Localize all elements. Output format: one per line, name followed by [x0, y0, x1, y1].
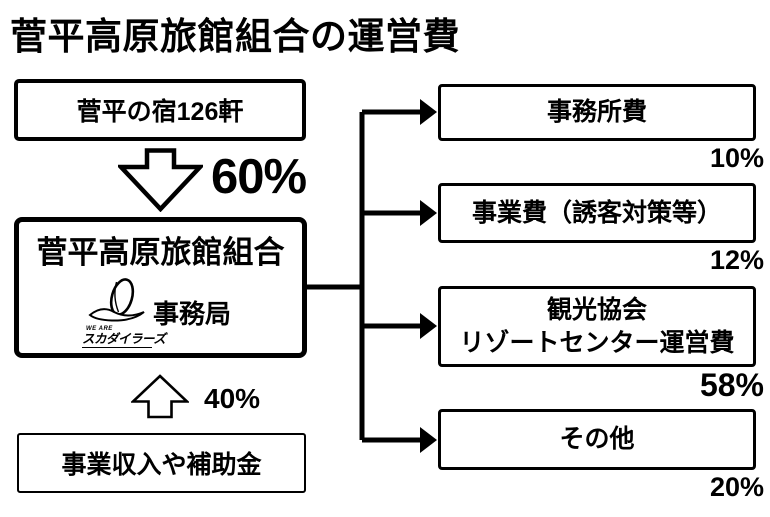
- expense-box: 事務所費: [438, 84, 756, 141]
- up-arrow-percent: 40%: [204, 383, 261, 414]
- expense-box: その他: [438, 409, 756, 470]
- logo-name-text: スカダイラーズ: [82, 332, 166, 348]
- org-sub-label: 事務局: [153, 299, 232, 329]
- income-box: 事業収入や補助金: [17, 433, 306, 493]
- expense-label: その他: [559, 425, 635, 454]
- expense-percent: 10%: [709, 143, 764, 173]
- org-name: 菅平高原旅館組合: [36, 235, 285, 270]
- expense-item: 観光協会 リゾートセンター運営費 58%: [438, 286, 764, 401]
- expense-box: 事業費（誘客対策等）: [438, 183, 756, 243]
- down-block-arrow-icon: [118, 148, 203, 212]
- up-block-arrow-icon: [131, 374, 189, 419]
- sugadairs-logo: WE ARE スカダイラーズ: [82, 278, 166, 348]
- expense-label: 事業費（誘客対策等）: [471, 198, 722, 227]
- down-arrow-percent: 60%: [211, 150, 307, 204]
- expense-item: 事業費（誘客対策等） 12%: [438, 183, 764, 274]
- expense-item: その他 20%: [438, 409, 764, 501]
- income-box-label: 事業収入や補助金: [61, 451, 262, 479]
- org-box: 菅平高原旅館組合 WE ARE スカダイラーズ 事務局: [14, 217, 307, 358]
- inns-box: 菅平の宿126軒: [14, 79, 306, 141]
- arrowhead-icon: [420, 99, 437, 453]
- expense-label: 観光協会 リゾートセンター運営費: [459, 296, 735, 357]
- expense-percent: 58%: [699, 367, 764, 403]
- rugby-ball-icon: [88, 278, 145, 322]
- expense-percent: 12%: [709, 245, 764, 275]
- expense-percent: 20%: [709, 472, 764, 502]
- inns-box-label: 菅平の宿126軒: [76, 98, 244, 126]
- logo-we-are-text: WE ARE: [86, 326, 113, 332]
- expense-label: 事務所費: [546, 98, 647, 127]
- expense-item: 事務所費 10%: [438, 84, 764, 172]
- page-title: 菅平高原旅館組合の運営費: [10, 16, 460, 57]
- expense-box: 観光協会 リゾートセンター運営費: [438, 286, 756, 367]
